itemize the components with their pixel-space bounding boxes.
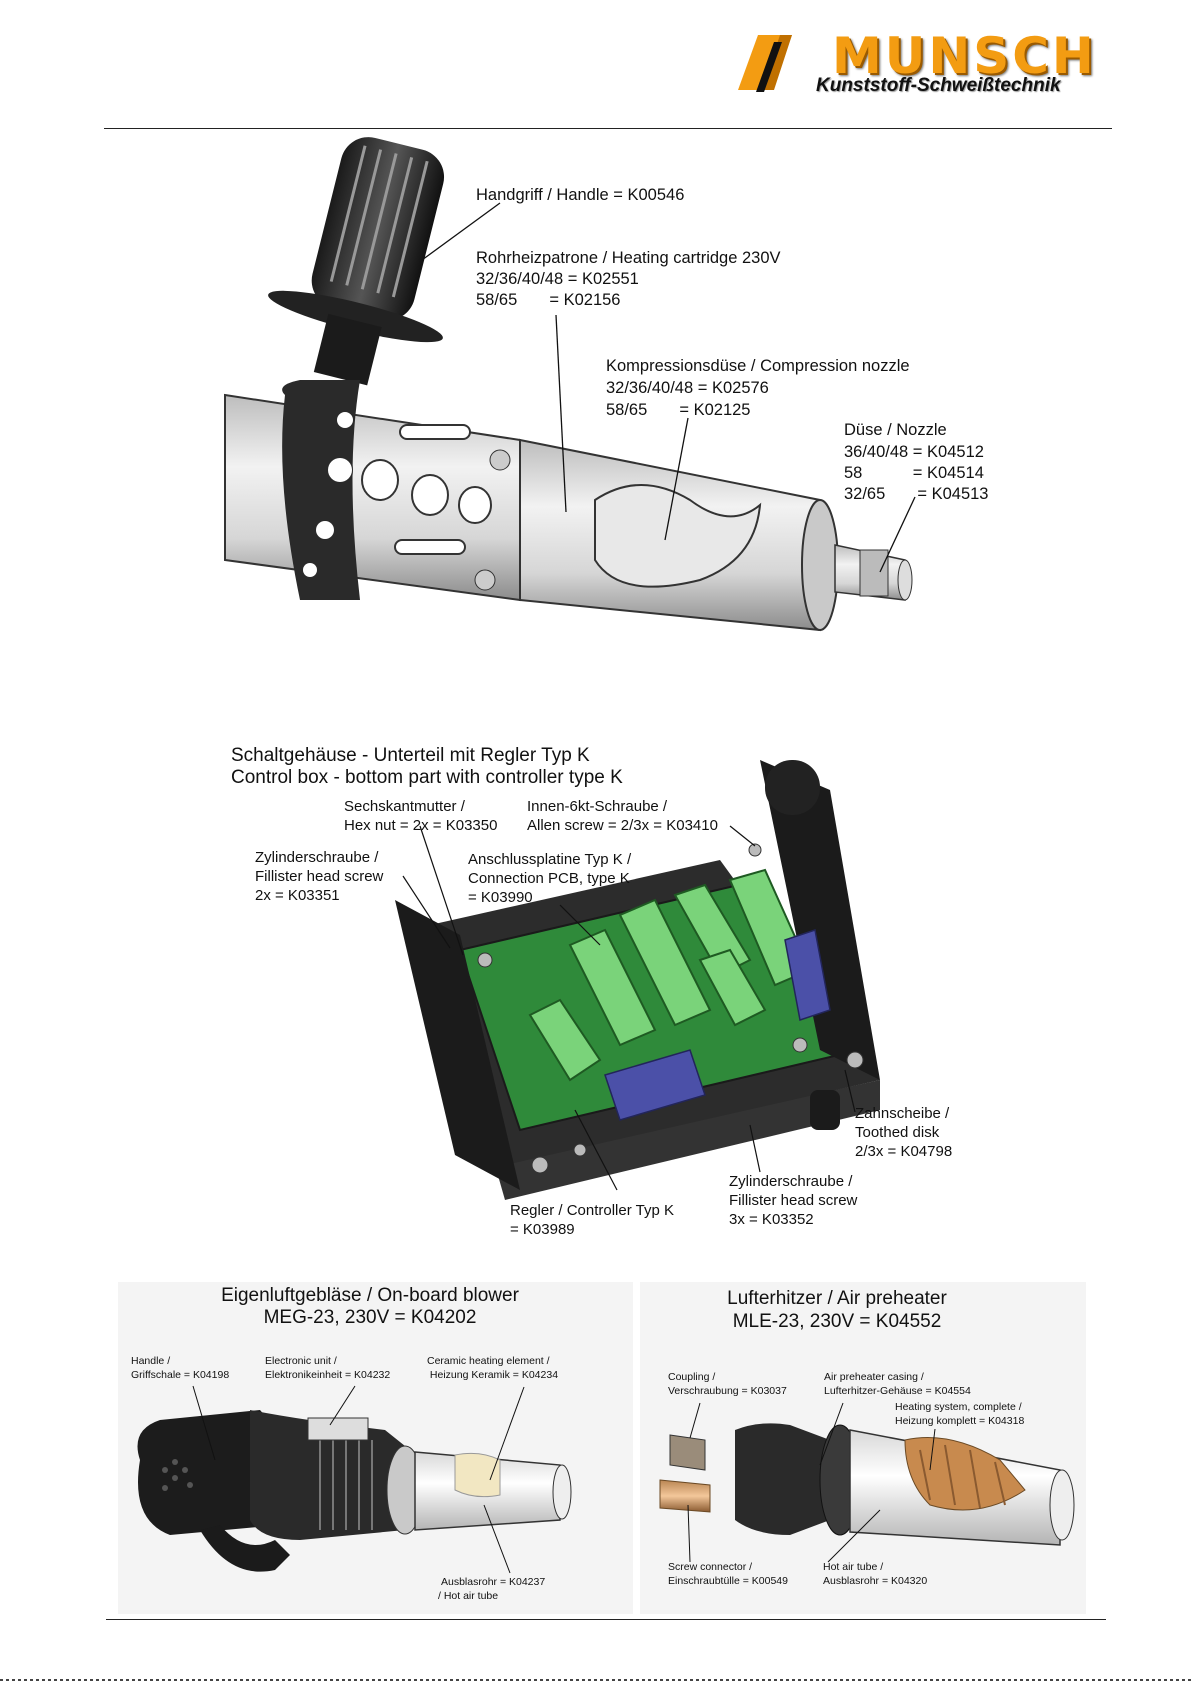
blower-title-line-1: Eigenluftgebläse / On-board blower xyxy=(221,1285,519,1306)
ceramic-line-2: Heizung Keramik = K04234 xyxy=(427,1369,559,1381)
pcb-line-1: Anschlussplatine Typ K / xyxy=(468,851,632,868)
allen-line-1: Innen-6kt-Schraube / xyxy=(527,798,668,815)
nozzle-line-3: 58 = K04514 xyxy=(844,464,984,482)
blower-tube-line-1: Ausblasrohr = K04237 xyxy=(441,1576,546,1588)
preheater-title-line-2: MLE-23, 230V = K04552 xyxy=(732,1311,942,1332)
ceramic-line-1: Ceramic heating element / xyxy=(427,1355,550,1367)
screw-line-2: Einschraubtülle = K00549 xyxy=(668,1575,788,1587)
screw-line-1: Screw connector / xyxy=(668,1561,753,1573)
blower-handle-line-1: Handle / xyxy=(131,1355,171,1367)
fillister2-line-2: Fillister head screw xyxy=(729,1192,858,1209)
handle-label: Handgriff / Handle = K00546 xyxy=(476,186,685,204)
casing-line-2: Lufterhitzer-Gehäuse = K04554 xyxy=(824,1385,971,1397)
fillister1-line-2: Fillister head screw xyxy=(255,868,384,885)
compression-line-1: Kompressionsdüse / Compression nozzle xyxy=(606,357,910,375)
preheater-tube-line-2: Ausblasrohr = K04320 xyxy=(823,1575,928,1587)
cartridge-line-1: Rohrheizpatrone / Heating cartridge 230V xyxy=(476,249,781,267)
control-box-illustration xyxy=(395,760,880,1200)
coupling-line-1: Coupling / xyxy=(668,1371,716,1383)
cartridge-line-3: 58/65 = K02156 xyxy=(476,291,621,309)
nozzle-line-1: Düse / Nozzle xyxy=(844,421,947,439)
control-box-title-line-1: Schaltgehäuse - Unterteil mit Regler Typ… xyxy=(231,745,590,766)
hexnut-line-2: Hex nut = 2x = K03350 xyxy=(344,817,498,834)
casing-line-1: Air preheater casing / xyxy=(824,1371,924,1383)
controller-line-2: = K03989 xyxy=(510,1221,575,1238)
blower-title-line-2: MEG-23, 230V = K04202 xyxy=(263,1307,477,1328)
fillister2-line-1: Zylinderschraube / xyxy=(729,1173,853,1190)
pcb-line-3: = K03990 xyxy=(468,889,533,906)
preheater-tube-line-1: Hot air tube / xyxy=(823,1561,884,1573)
page-edge-dots xyxy=(0,1679,1191,1681)
preheater-title-line-1: Lufterhitzer / Air preheater xyxy=(727,1288,947,1309)
cartridge-line-2: 32/36/40/48 = K02551 xyxy=(476,270,639,288)
logo-wordmark: MUNSCH xyxy=(832,27,1097,85)
control-box-title-line-2: Control box - bottom part with controlle… xyxy=(231,767,623,788)
coupling-line-2: Verschraubung = K03037 xyxy=(668,1385,787,1397)
blower-preheater-illustrations xyxy=(137,1385,1075,1574)
allen-line-2: Allen screw = 2/3x = K03410 xyxy=(527,817,718,834)
nozzle-line-4: 32/65 = K04513 xyxy=(844,485,989,503)
electronic-line-2: Elektronikeinheit = K04232 xyxy=(265,1369,391,1381)
hot-air-tool-illustration xyxy=(224,137,916,632)
logo-subtitle: Kunststoff-Schweißtechnik xyxy=(816,75,1061,96)
compression-line-2: 32/36/40/48 = K02576 xyxy=(606,379,769,397)
toothed-line-1: Zahnscheibe / xyxy=(855,1105,950,1122)
footer-rule xyxy=(106,1619,1106,1620)
header-rule xyxy=(104,128,1112,129)
controller-line-1: Regler / Controller Typ K xyxy=(510,1202,674,1219)
logo-mark-icon xyxy=(738,35,792,92)
fillister2-line-3: 3x = K03352 xyxy=(729,1211,814,1228)
heating-line-1: Heating system, complete / xyxy=(895,1401,1022,1413)
hexnut-line-1: Sechskantmutter / xyxy=(344,798,465,815)
blower-tube-line-2: / Hot air tube xyxy=(438,1590,499,1602)
pcb-line-2: Connection PCB, type K xyxy=(468,870,630,887)
fillister1-line-3: 2x = K03351 xyxy=(255,887,340,904)
toothed-line-2: Toothed disk xyxy=(855,1124,940,1141)
toothed-line-3: 2/3x = K04798 xyxy=(855,1143,953,1160)
electronic-line-1: Electronic unit / xyxy=(265,1355,337,1367)
compression-line-3: 58/65 = K02125 xyxy=(606,401,751,419)
nozzle-line-2: 36/40/48 = K04512 xyxy=(844,443,984,461)
heating-line-2: Heizung komplett = K04318 xyxy=(895,1415,1025,1427)
blower-handle-line-2: Griffschale = K04198 xyxy=(131,1369,230,1381)
munsch-logo: MUNSCH Kunststoff-Schweißtechnik xyxy=(734,30,1104,100)
fillister1-line-1: Zylinderschraube / xyxy=(255,849,379,866)
